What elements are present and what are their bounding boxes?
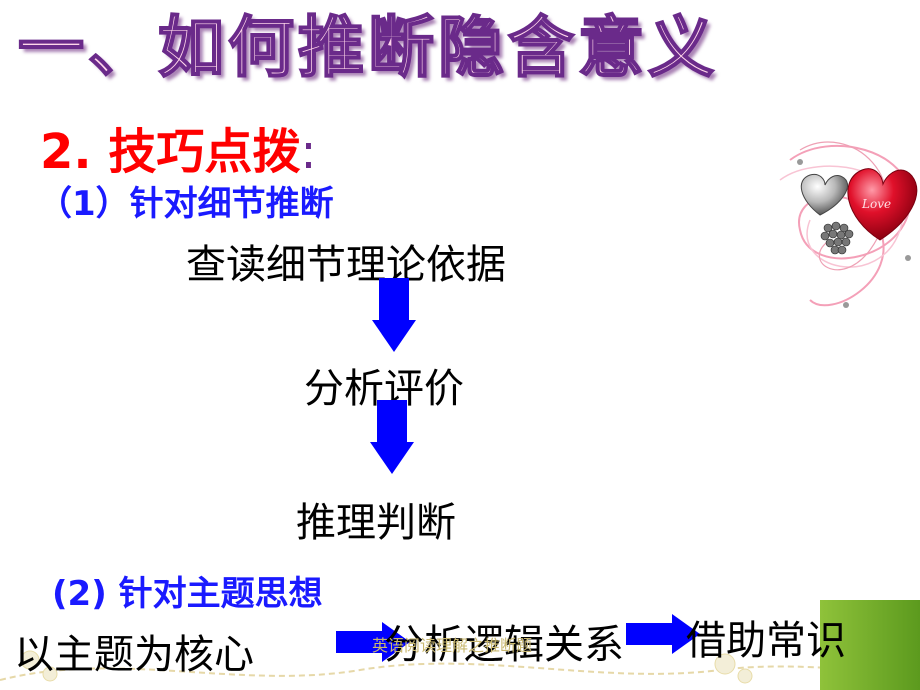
down-arrow-icon [372, 278, 416, 352]
right-arrow-icon [336, 622, 410, 662]
detail-step-3: 推理判断 [296, 500, 456, 546]
subtitle-colon: : [300, 124, 317, 180]
right-arrow-icon [626, 614, 700, 654]
theme-step-1: 以主题为核心 [14, 632, 254, 678]
svg-text:Love: Love [861, 197, 891, 211]
bottom-decoration-icon [0, 650, 920, 684]
hearts-decoration-icon: Love [779, 141, 918, 308]
slide-title: 一、如何推断隐含意义 [17, 8, 718, 87]
theme-step-2: 分析逻辑关系 [384, 622, 624, 668]
green-corner-decoration [820, 600, 920, 690]
section2-heading: (2) 针对主题思想 [52, 574, 323, 614]
subtitle-main: 2. 技巧点拨 [40, 124, 301, 180]
section1-heading: （1）针对细节推断 [38, 184, 334, 224]
down-arrow-icon [370, 400, 414, 474]
footer-text: 英语阅读理解之推断题 [372, 636, 533, 655]
detail-step-1: 查读细节理论依据 [186, 242, 506, 288]
theme-step-3: 借助常识 [686, 618, 846, 664]
subtitle: 2. 技巧点拨: [40, 112, 317, 182]
